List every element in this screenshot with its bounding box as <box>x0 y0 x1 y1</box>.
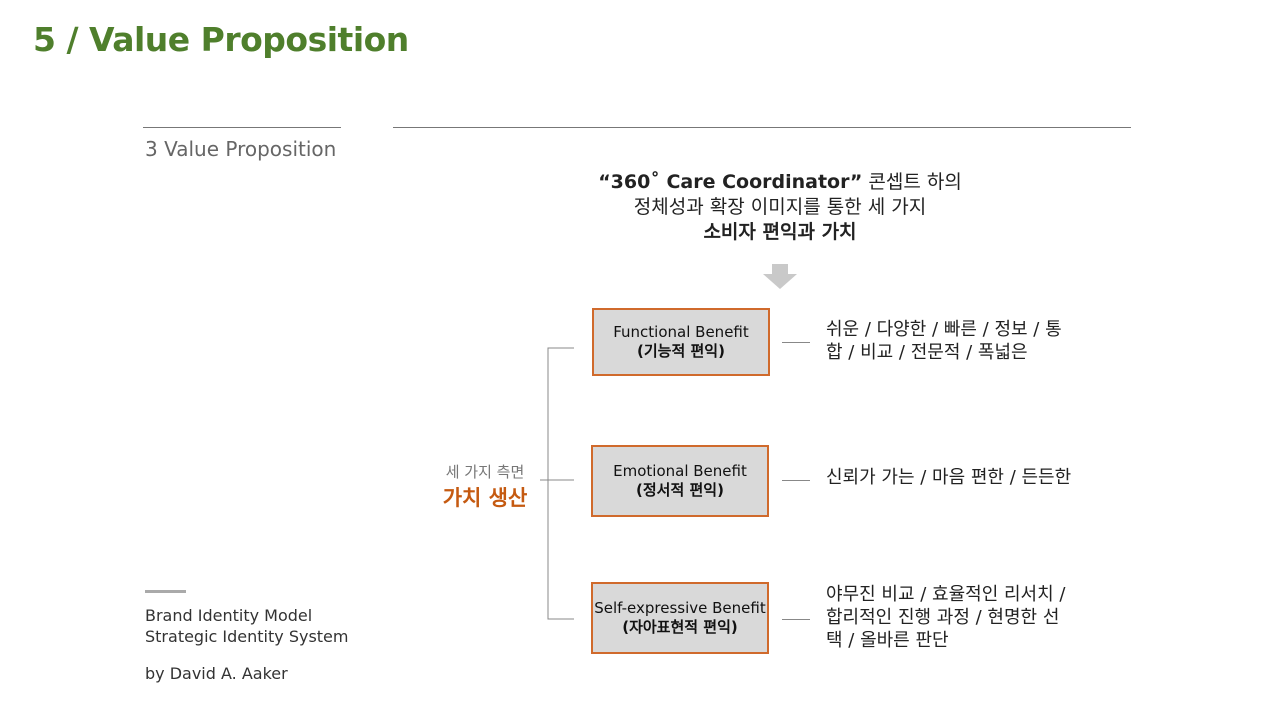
intro-highlight: 소비자 편익과 가치 <box>703 221 857 243</box>
benefit-subtitle: (기능적 편익) <box>637 342 725 360</box>
concept-name: “360˚ Care Coordinator” <box>598 171 863 193</box>
footer-system: Strategic Identity System <box>145 627 349 646</box>
intro-line-1: “360˚ Care Coordinator” 콘셉트 하의 <box>560 170 1000 195</box>
functional-benefit-desc: 쉬운 / 다양한 / 빠른 / 정보 / 통 합 / 비교 / 전문적 / 폭넓… <box>826 318 1062 364</box>
intro-line-3: 소비자 편익과 가치 <box>560 220 1000 245</box>
bracket-connector <box>540 347 574 620</box>
emotional-benefit-box: Emotional Benefit (정서적 편익) <box>591 445 769 517</box>
connector-line-2 <box>782 480 810 481</box>
self-expressive-benefit-desc: 야무진 비교 / 효율적인 리서치 / 합리적인 진행 과정 / 현명한 선 택… <box>826 583 1065 652</box>
benefit-subtitle: (자아표현적 편익) <box>622 618 738 636</box>
section-heading: 3 Value Proposition <box>145 137 337 161</box>
down-arrow-icon <box>763 264 797 289</box>
connector-line-3 <box>782 619 810 620</box>
self-expressive-benefit-box: Self-expressive Benefit (자아표현적 편익) <box>591 582 769 654</box>
benefit-title: Self-expressive Benefit <box>594 599 766 617</box>
intro-line-1-rest: 콘셉트 하의 <box>862 171 962 193</box>
footer-model: Brand Identity Model <box>145 606 313 625</box>
center-label: 세 가지 측면 가치 생산 <box>420 461 550 512</box>
center-label-top: 세 가지 측면 <box>445 463 525 481</box>
desc-line: 택 / 올바른 판단 <box>826 630 949 651</box>
desc-line: 합 / 비교 / 전문적 / 폭넓은 <box>826 342 1028 363</box>
benefit-title: Functional Benefit <box>613 323 749 341</box>
page-title: 5 / Value Proposition <box>33 20 409 59</box>
footer-author: by David A. Aaker <box>145 664 288 683</box>
section-divider-left <box>143 127 341 128</box>
connector-line-1 <box>782 342 810 343</box>
emotional-benefit-desc: 신뢰가 가는 / 마음 편한 / 든든한 <box>826 466 1071 489</box>
desc-line: 신뢰가 가는 / 마음 편한 / 든든한 <box>826 467 1072 488</box>
desc-line: 쉬운 / 다양한 / 빠른 / 정보 / 통 <box>826 319 1062 340</box>
desc-line: 합리적인 진행 과정 / 현명한 선 <box>826 607 1060 628</box>
intro-text: “360˚ Care Coordinator” 콘셉트 하의 정체성과 확장 이… <box>560 170 1000 245</box>
footer-divider <box>145 590 186 593</box>
desc-line: 야무진 비교 / 효율적인 리서치 / <box>826 584 1066 605</box>
section-divider-right <box>393 127 1131 128</box>
benefit-subtitle: (정서적 편익) <box>636 481 724 499</box>
benefit-title: Emotional Benefit <box>613 462 747 480</box>
center-label-main: 가치 생산 <box>442 486 528 510</box>
functional-benefit-box: Functional Benefit (기능적 편익) <box>592 308 770 376</box>
intro-line-2: 정체성과 확장 이미지를 통한 세 가지 <box>633 196 927 218</box>
